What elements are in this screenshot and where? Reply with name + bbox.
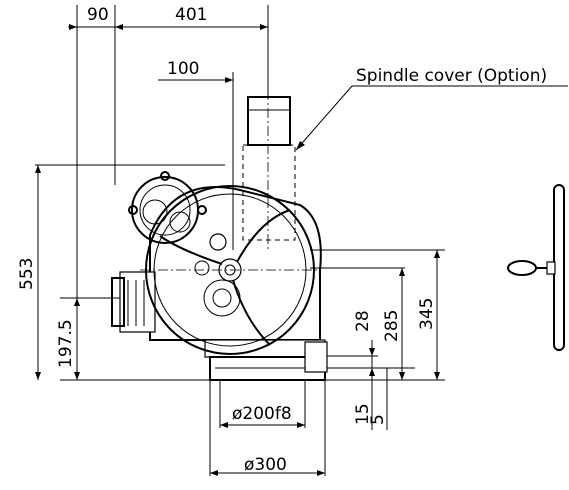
- dim-285: 285: [382, 310, 402, 342]
- dim-345: 345: [417, 298, 437, 330]
- motor: [111, 271, 156, 333]
- dim-401: 401: [175, 5, 207, 25]
- dim-15: 15: [353, 403, 373, 425]
- dim-197-5: 197.5: [56, 319, 76, 368]
- dim-553: 553: [17, 258, 37, 290]
- handwheel-top: [128, 171, 207, 244]
- dim-90: 90: [87, 5, 109, 25]
- dimension-lines: [35, 24, 440, 476]
- dim-200f8: ø200f8: [232, 404, 292, 424]
- handwheel-main: [140, 185, 320, 355]
- crank-handle: [507, 184, 565, 351]
- spindle-cover: [242, 90, 296, 250]
- actuator-body: [149, 186, 328, 381]
- dim-5: 5: [368, 414, 388, 425]
- dimension-labels: 90 401 100 553 197.5 28 285 345 ø200f8 1…: [17, 5, 547, 475]
- dim-100: 100: [167, 59, 199, 79]
- leader-line: [295, 85, 568, 151]
- spindle-cover-label: Spindle cover (Option): [356, 66, 547, 86]
- dim-300: ø300: [244, 455, 287, 475]
- dim-28: 28: [353, 310, 373, 332]
- extension-lines: [35, 5, 445, 476]
